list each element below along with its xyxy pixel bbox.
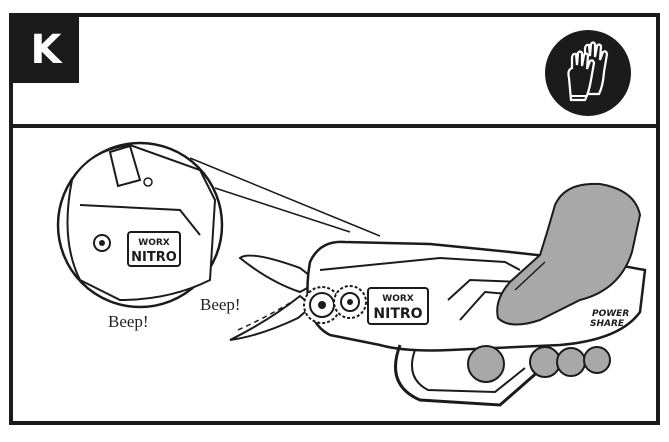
pruner-illustration: WORX NITRO WORX NITRO POWER SHARE <box>56 141 647 407</box>
gear-icon <box>303 285 367 324</box>
pruner-blades <box>229 254 320 341</box>
detail-callout: WORX NITRO <box>56 141 381 309</box>
battery-logo-line-2: SHARE <box>590 319 625 329</box>
brand-label: WORX <box>382 294 414 304</box>
step-letter: K <box>30 27 62 73</box>
model-label: NITRO <box>373 306 422 322</box>
battery-logo-line-1: POWER <box>592 309 629 319</box>
step-letter-box: K <box>13 17 79 83</box>
header-divider <box>9 124 660 128</box>
instruction-frame <box>9 13 660 425</box>
callout-model-label: NITRO <box>131 250 177 265</box>
beep-sound-label-1: Beep! <box>108 312 149 331</box>
beep-sound-label-2: Beep! <box>200 295 241 314</box>
hand-icon <box>467 182 642 383</box>
callout-brand-label: WORX <box>138 238 170 248</box>
gloves-icon <box>545 30 631 116</box>
